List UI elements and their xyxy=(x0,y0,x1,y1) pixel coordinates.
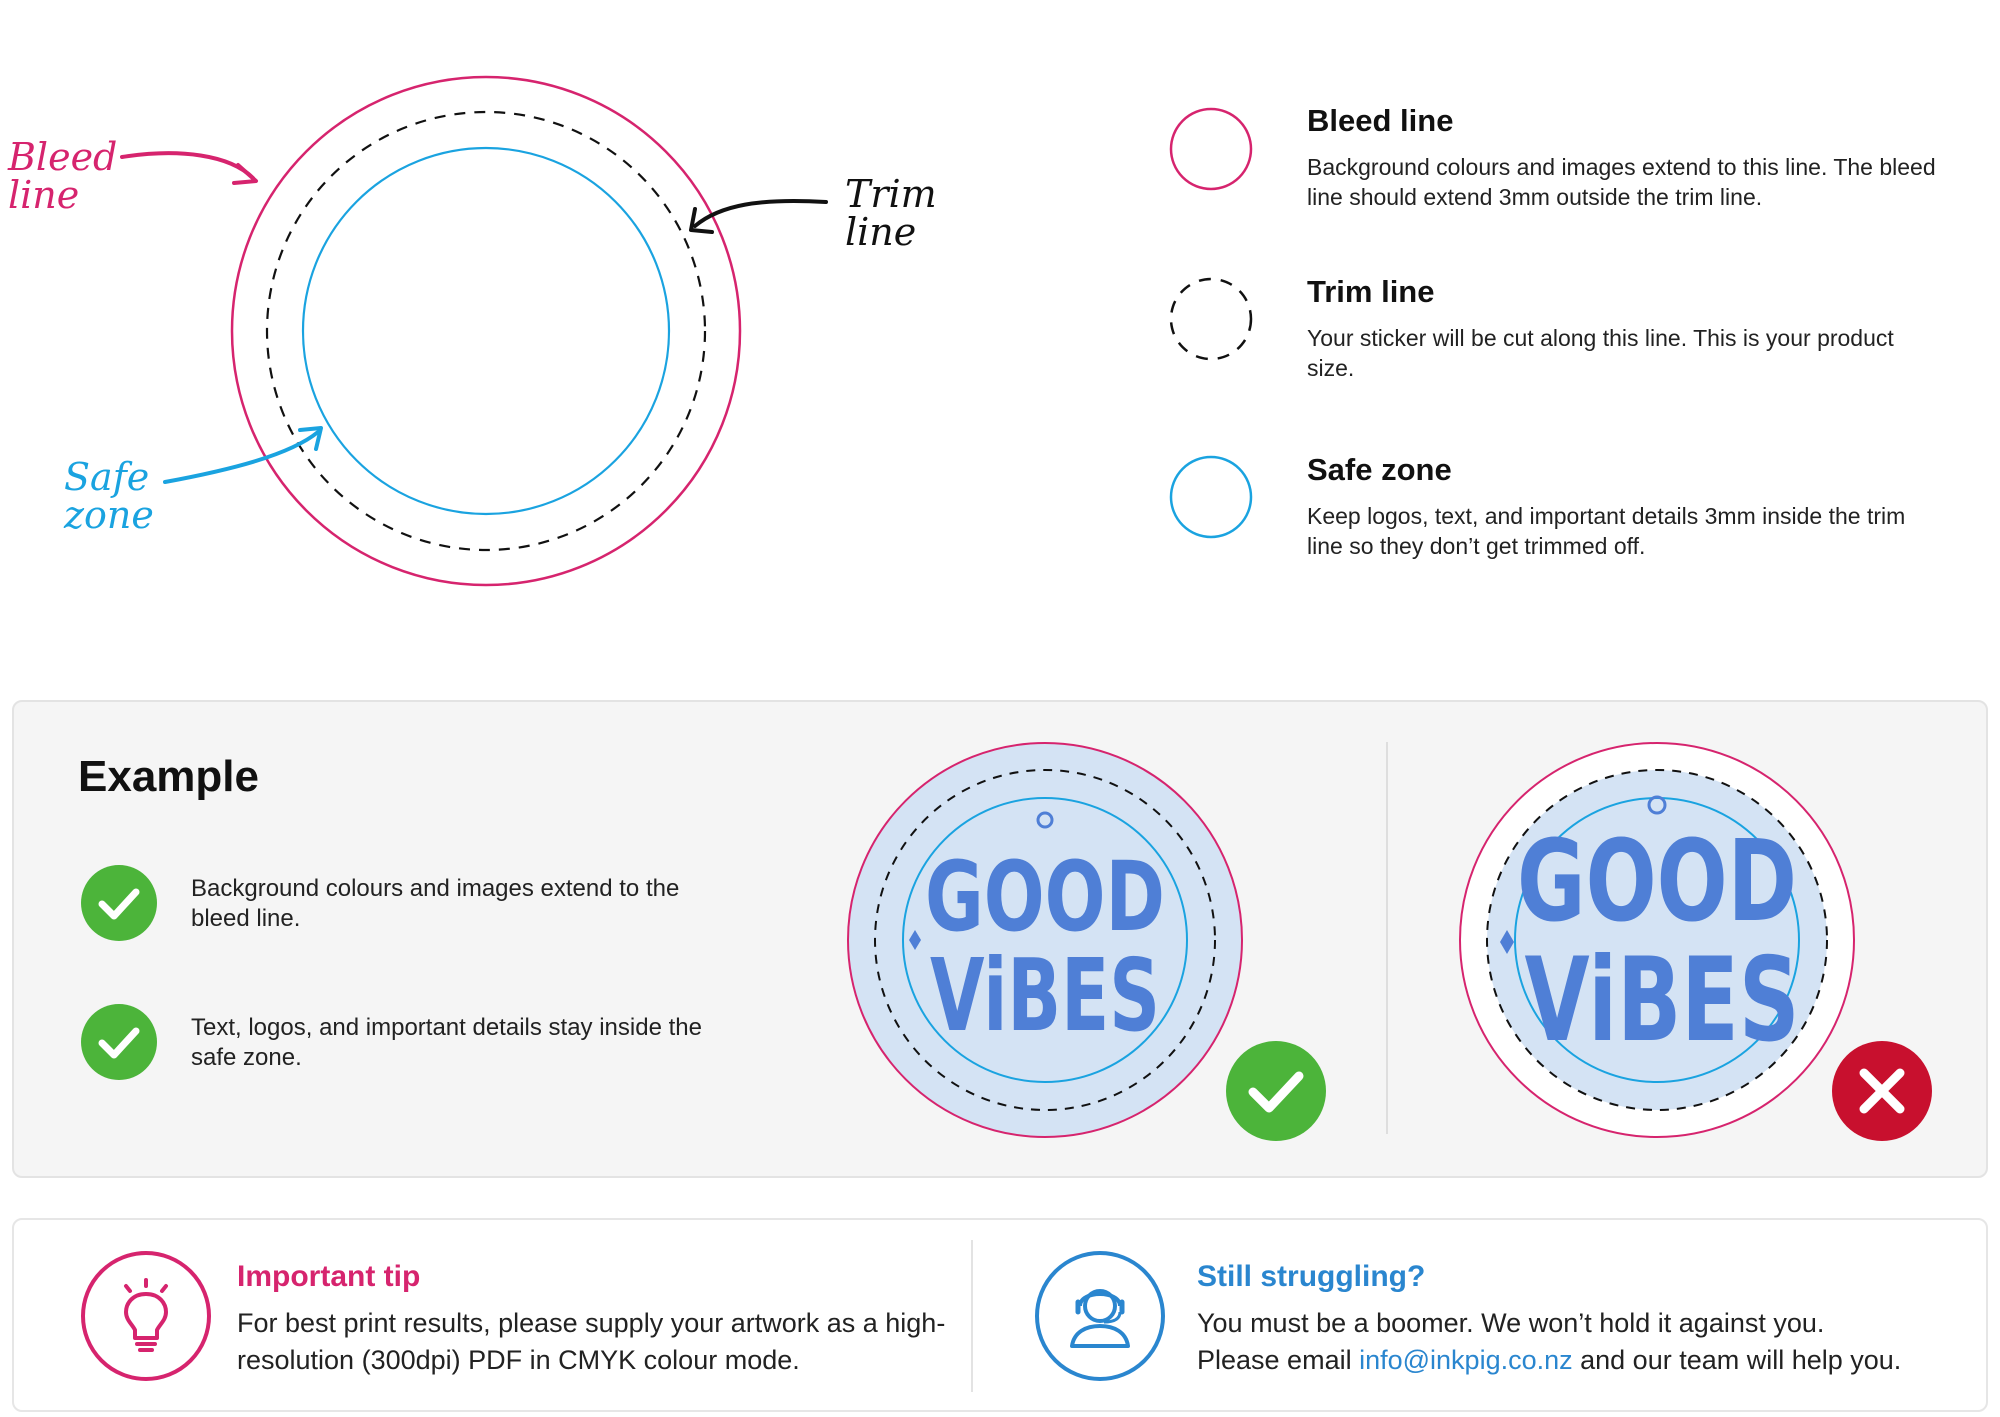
tips-panel xyxy=(12,1218,1988,1412)
trim-circle-icon xyxy=(1169,277,1253,361)
good-example-sticker: GOOD ViBES xyxy=(847,742,1243,1138)
bleed-circle-icon xyxy=(1169,107,1253,191)
support-agent-icon xyxy=(1035,1251,1165,1381)
trim-arrow xyxy=(693,198,828,228)
important-tip-title: Important tip xyxy=(237,1260,421,1293)
bleed-arrow xyxy=(120,151,255,180)
struggling-line-2: Please email info@inkpig.co.nz and our t… xyxy=(1197,1345,1902,1375)
safe-zone-label: Safe zone xyxy=(64,455,154,537)
bleed-circle xyxy=(230,75,742,587)
tips-divider xyxy=(971,1240,973,1392)
example-title: Example xyxy=(78,752,259,801)
legend-desc-safe: Keep logos, text, and important details … xyxy=(1307,503,1906,559)
struggling-line-1: You must be a boomer. We won’t hold it a… xyxy=(1197,1308,1825,1338)
sticker-text-vibes: ViBES xyxy=(1525,933,1800,1068)
lightbulb-icon xyxy=(81,1251,211,1381)
safe-circle xyxy=(301,146,671,516)
check-icon xyxy=(81,865,157,941)
bad-example-sticker: GOOD ViBES xyxy=(1459,742,1855,1138)
approved-check-icon xyxy=(1226,1041,1326,1141)
diagram-circles xyxy=(120,75,828,587)
bleed-line-label: Bleed line xyxy=(8,135,118,217)
legend-title-safe: Safe zone xyxy=(1307,452,1452,487)
trim-line-label: Trim line xyxy=(845,172,937,254)
check-text-bleed: Background colours and images extend to … xyxy=(191,875,680,932)
sticker-text-vibes: ViBES xyxy=(930,937,1160,1054)
legend-title-bleed: Bleed line xyxy=(1307,103,1454,138)
sticker-text-good: GOOD xyxy=(925,841,1165,953)
legend-title-trim: Trim line xyxy=(1307,274,1435,309)
still-struggling-body: You must be a boomer. We won’t hold it a… xyxy=(1197,1305,1957,1379)
safe-arrow xyxy=(163,430,320,484)
trim-circle xyxy=(265,110,707,552)
email-link[interactable]: info@inkpig.co.nz xyxy=(1359,1345,1573,1375)
check-icon xyxy=(81,1004,157,1080)
still-struggling-title: Still struggling? xyxy=(1197,1260,1426,1293)
legend-desc-trim: Your sticker will be cut along this line… xyxy=(1307,325,1894,381)
rejected-x-icon xyxy=(1832,1041,1932,1141)
check-text-safe: Text, logos, and important details stay … xyxy=(191,1014,702,1071)
important-tip-body: For best print results, please supply yo… xyxy=(237,1308,946,1375)
safe-circle-icon xyxy=(1169,455,1253,539)
legend-desc-bleed: Background colours and images extend to … xyxy=(1307,154,1936,210)
example-divider xyxy=(1386,742,1388,1134)
sticker-text-good: GOOD xyxy=(1517,817,1797,947)
